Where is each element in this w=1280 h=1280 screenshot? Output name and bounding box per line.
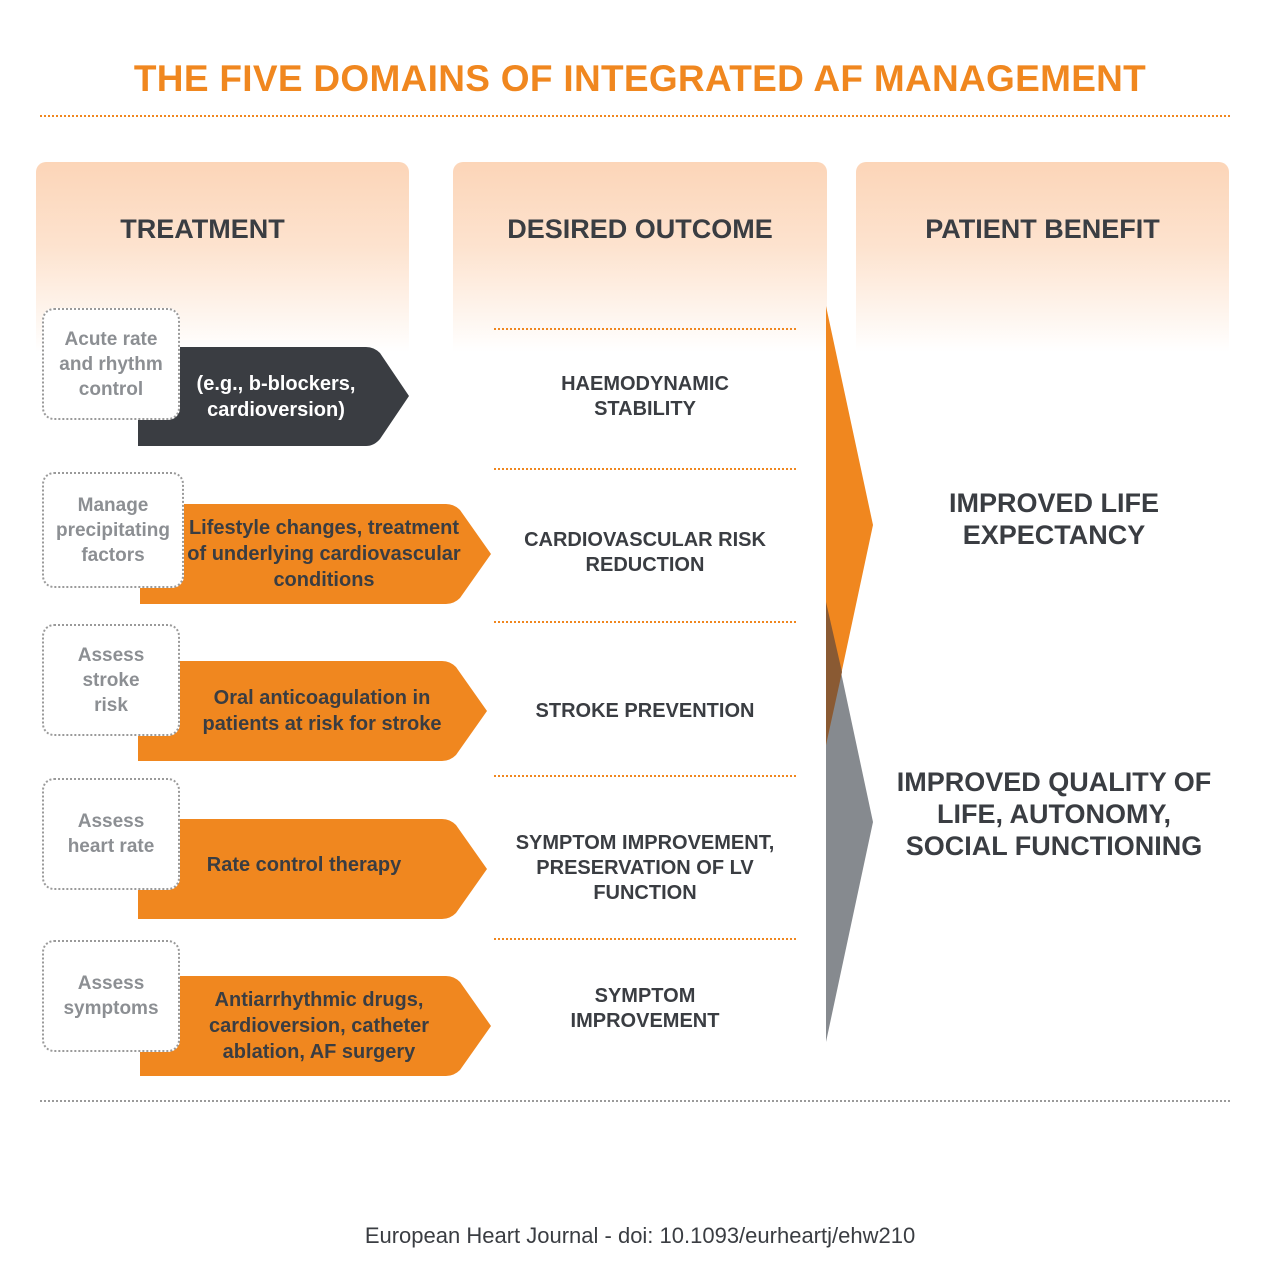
outcome-divider (494, 328, 796, 330)
outcome-symptom-improvement: SYMPTOM IMPROVEMENT (570, 985, 720, 1032)
treatment-arrow-3 (138, 661, 487, 761)
domain-box-stroke-risk: Assess stroke risk (42, 624, 180, 736)
domain-box-acute-rate-rhythm: Acute rate and rhythm control (42, 308, 180, 420)
treatment-column-label: TREATMENT (120, 214, 285, 244)
treatment-text-anticoagulation: Oral anticoagulation in patients at risk… (202, 687, 442, 735)
domain-box-precipitating-factors: Manage precipitating factors (42, 472, 184, 588)
outcome-stroke-prevention: STROKE PREVENTION (535, 699, 755, 722)
diagram-title: THE FIVE DOMAINS OF INTEGRATED AF MANAGE… (133, 58, 1147, 99)
outcome-divider (494, 621, 796, 623)
domain-box-symptoms: Assess symptoms (42, 940, 180, 1052)
outcome-divider (494, 938, 796, 940)
bottom-divider (40, 1100, 1230, 1102)
outcome-symptom-lv-function: SYMPTOM IMPROVEMENT, PRESERVATION OF LV … (515, 831, 775, 904)
domain-box-heart-rate: Assess heart rate (42, 778, 180, 890)
orange-benefit-chevron (826, 306, 873, 745)
treatment-arrow-2 (140, 504, 491, 604)
treatment-arrow-1 (138, 347, 409, 446)
outcome-column-label: DESIRED OUTCOME (507, 214, 773, 244)
benefit-quality-of-life: IMPROVED QUALITY OF LIFE, AUTONOMY, SOCI… (896, 767, 1212, 861)
treatment-text-acute: (e.g., b-blockers, cardioversion) (196, 373, 356, 421)
treatment-text-rate-control: Rate control therapy (206, 854, 402, 876)
treatment-arrow-4 (138, 819, 487, 919)
benefit-life-expectancy: IMPROVED LIFE EXPECTANCY (948, 488, 1159, 550)
benefit-column-header: PATIENT BENEFIT (856, 162, 1229, 352)
treatment-arrow-5 (140, 976, 491, 1076)
grey-benefit-chevron (826, 602, 873, 1042)
title-divider (40, 115, 1230, 117)
outcome-divider (494, 468, 796, 470)
treatment-text-antiarrhythmic: Antiarrhythmic drugs, cardioversion, cat… (208, 989, 430, 1063)
chevron-overlap (826, 602, 842, 745)
benefit-column-label: PATIENT BENEFIT (925, 214, 1160, 244)
outcome-haemodynamic-stability: HAEMODYNAMIC STABILITY (561, 373, 729, 420)
outcome-cv-risk-reduction: CARDIOVASCULAR RISK REDUCTION (524, 529, 766, 576)
outcome-column-header: DESIRED OUTCOME (453, 162, 827, 352)
source-citation: European Heart Journal - doi: 10.1093/eu… (364, 1223, 916, 1248)
outcome-divider (494, 775, 796, 777)
treatment-text-lifestyle: Lifestyle changes, treatment of underlyi… (187, 517, 461, 591)
